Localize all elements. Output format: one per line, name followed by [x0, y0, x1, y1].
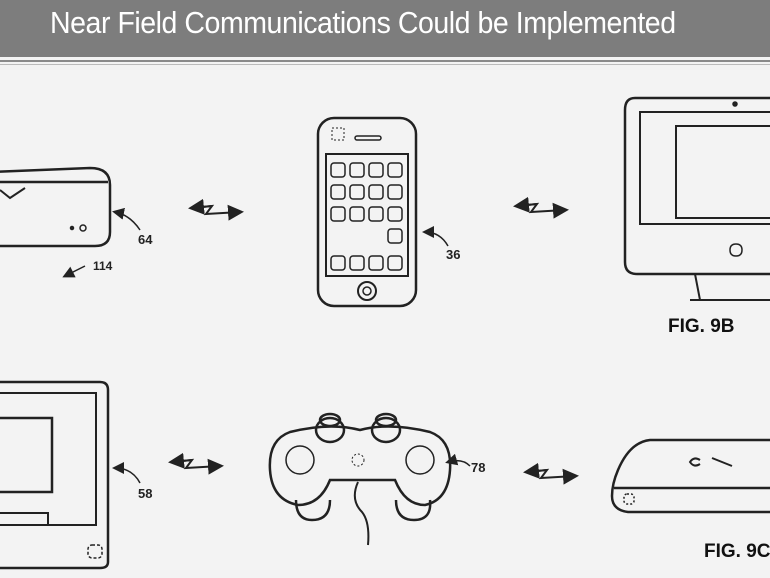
divider — [0, 60, 770, 62]
ref-label-114: 114 — [93, 259, 113, 273]
ref-label-78: 78 — [471, 460, 486, 475]
wireless-link-icon — [513, 196, 569, 219]
wireless-link-icon — [188, 198, 244, 221]
figure-label-9b: FIG. 9B — [668, 316, 735, 337]
divider — [0, 64, 770, 65]
wireless-link-icon — [523, 462, 579, 485]
imac-device — [623, 96, 770, 301]
apple-tv-device — [0, 166, 112, 248]
wireless-link-icon — [168, 452, 224, 475]
page-title: Near Field Communications Could be Imple… — [50, 5, 676, 40]
ref-label-58: 58 — [138, 486, 153, 501]
apple-tv-device — [610, 438, 770, 514]
title-bar: Near Field Communications Could be Imple… — [0, 0, 770, 57]
iphone-device — [316, 116, 418, 308]
monitor-device — [0, 380, 110, 570]
ref-label-64: 64 — [138, 232, 153, 247]
figure-label-9c: FIG. 9C — [704, 541, 770, 562]
ref-label-36: 36 — [446, 247, 461, 262]
game-controller-device — [268, 412, 452, 546]
